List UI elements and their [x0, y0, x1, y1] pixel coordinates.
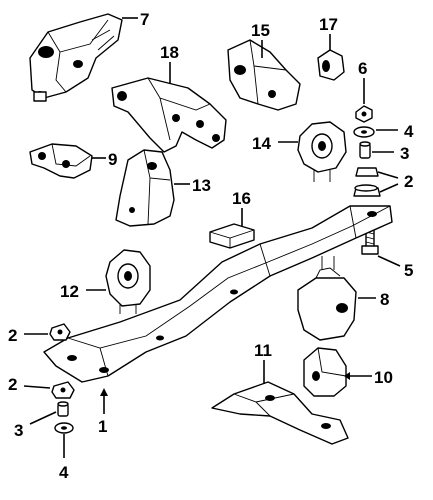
part-18-crossmember-bracket	[111, 77, 227, 153]
part-6-nut	[355, 105, 373, 123]
callout-15: 15	[251, 21, 270, 40]
callout-6: 6	[358, 59, 367, 78]
arrow-1	[100, 388, 108, 396]
leader-2-upper-a	[377, 171, 399, 179]
part-11-skid-plate	[211, 381, 349, 445]
part-10-rear-mount	[303, 347, 347, 397]
part-16-pad	[209, 223, 255, 249]
leader-2-lower	[23, 385, 51, 389]
part-3-sleeve-lower	[57, 401, 69, 417]
callout-7: 7	[140, 10, 149, 29]
leader-5	[377, 255, 401, 267]
part-13-vertical-bracket	[115, 149, 175, 227]
arrow-10	[344, 372, 350, 380]
callout-11: 11	[254, 341, 272, 360]
part-3-sleeve-upper	[359, 141, 371, 159]
callout-8: 8	[380, 290, 389, 309]
callout-4-upper: 4	[404, 122, 414, 141]
part-4-washer-upper	[353, 126, 375, 138]
callout-3-lower: 3	[14, 421, 23, 440]
part-15-engine-mount-bracket	[227, 39, 301, 111]
callout-14: 14	[252, 134, 271, 153]
callout-17: 17	[319, 15, 338, 34]
callout-9: 9	[108, 150, 117, 169]
callout-10: 10	[374, 368, 393, 387]
callout-16: 16	[232, 189, 251, 208]
part-4-washer-lower	[54, 422, 74, 434]
part-14-mount	[297, 121, 347, 182]
leader-3-lower	[29, 411, 57, 425]
part-9-small-bracket	[29, 143, 93, 179]
part-12-mount	[105, 249, 151, 314]
callout-5: 5	[404, 261, 413, 280]
part-2-insulator-lower	[51, 381, 75, 399]
leader-2-upper-b	[379, 183, 399, 193]
part-8-mount	[297, 256, 357, 341]
callout-4-lower: 4	[59, 463, 69, 482]
callout-13: 13	[192, 176, 211, 195]
part-1-crossmember	[43, 205, 393, 383]
callout-2-lower: 2	[8, 375, 17, 394]
part-2-insulator-middle	[49, 323, 71, 341]
callout-2-middle: 2	[8, 326, 17, 345]
callout-1: 1	[98, 417, 107, 436]
callout-3-upper: 3	[400, 144, 409, 163]
part-17-bumper	[317, 49, 345, 81]
callout-2-upper: 2	[404, 172, 413, 191]
callout-12: 12	[60, 282, 79, 301]
part-7-mount-bracket	[29, 13, 123, 102]
part-2-insulator-upper	[353, 167, 381, 197]
callout-18: 18	[160, 43, 179, 62]
